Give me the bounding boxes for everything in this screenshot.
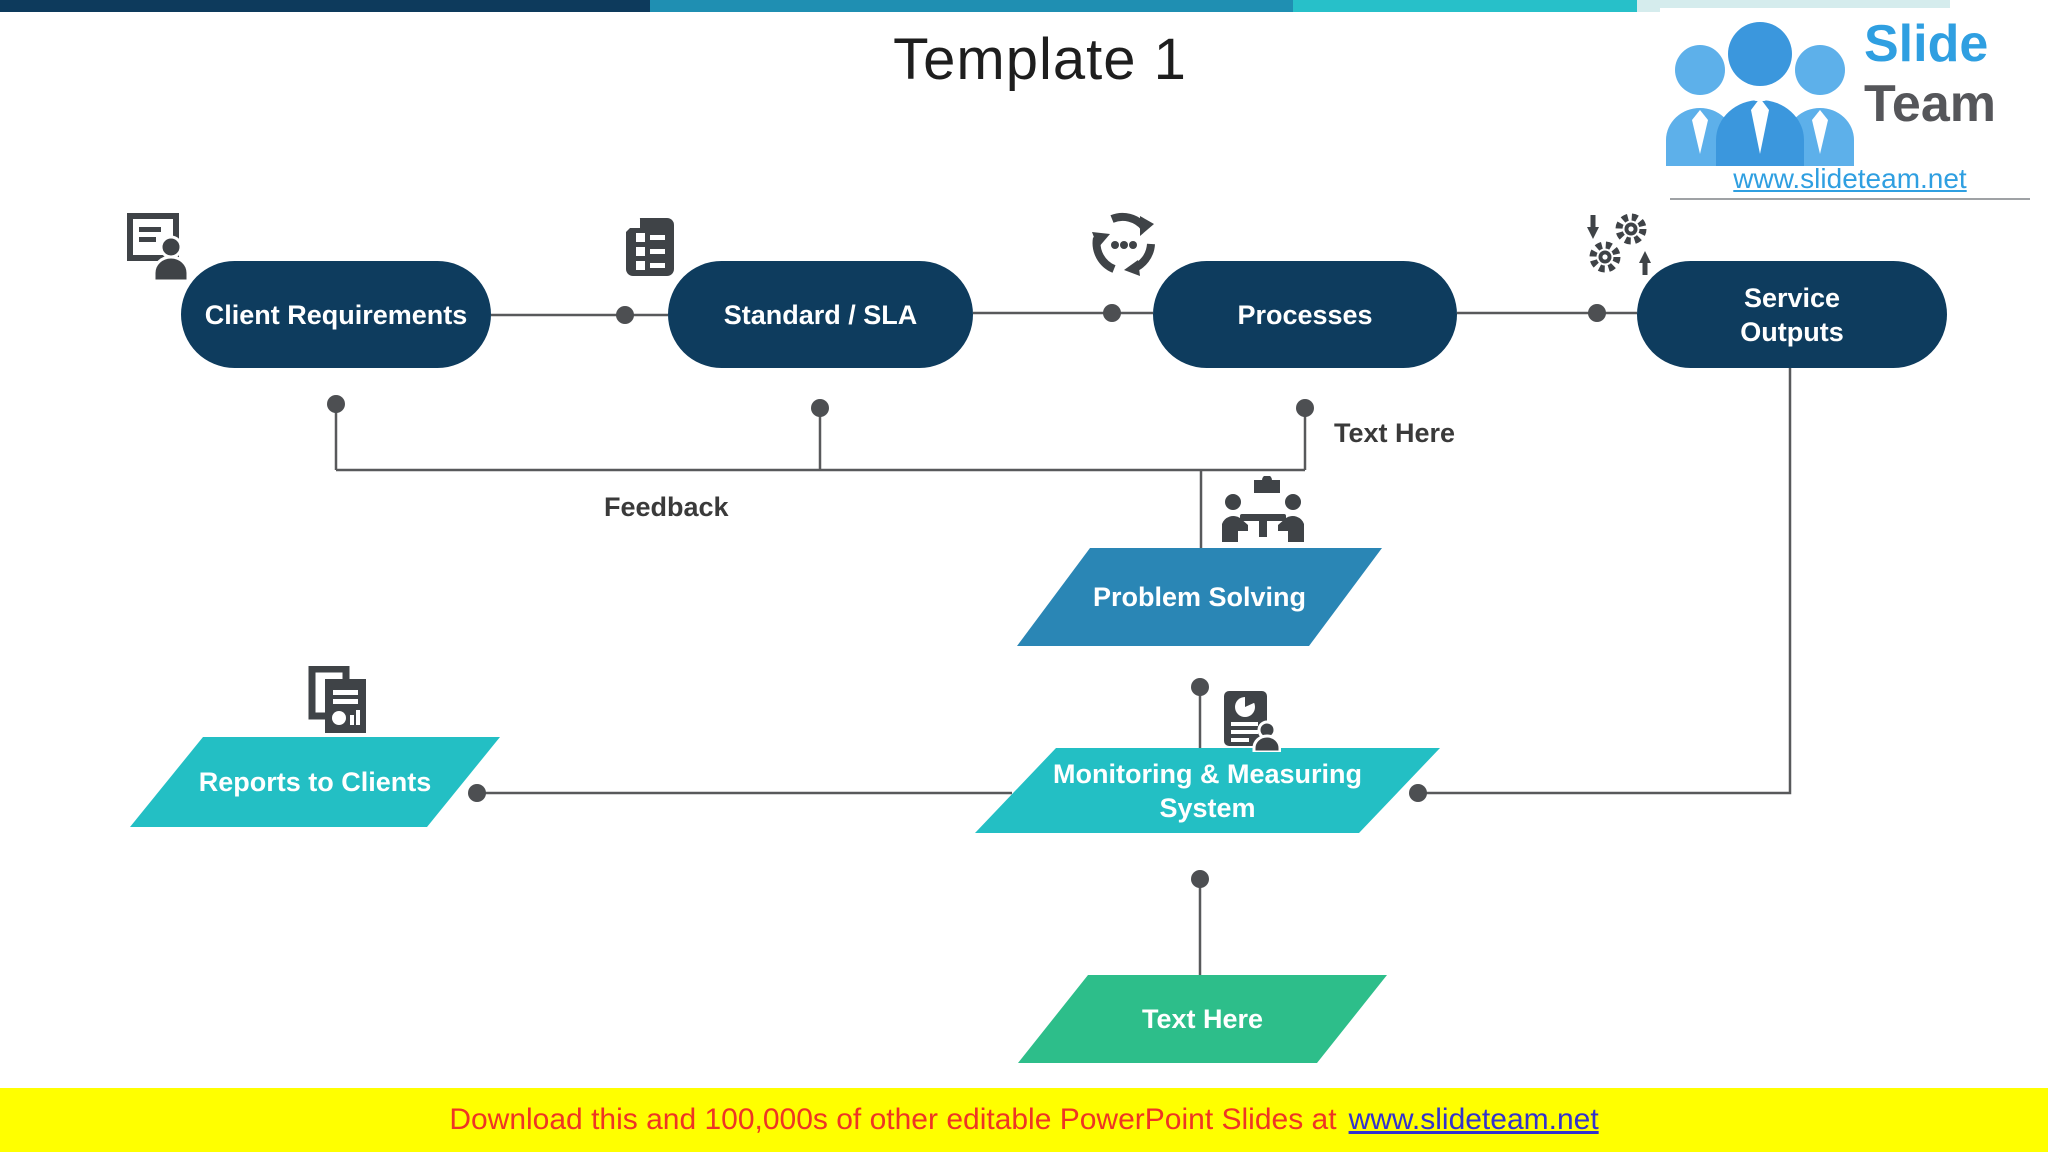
footer-banner: Download this and 100,000s of other edit… [0,1088,2048,1152]
client-presentation-icon [127,213,190,281]
logo-brand-text: Slide Team [1864,14,1996,134]
feedback-label: Feedback [604,492,729,522]
node-service-outputs: Service Outputs [1637,261,1947,368]
process-cycle-icon [1092,213,1155,276]
checklist-document-icon [626,218,674,276]
logo-url-link[interactable]: www.slideteam.net [1670,163,2030,200]
top-bar-segment-navy [0,0,650,12]
node-monitoring-measuring-system: Monitoring & Measuring System [975,748,1440,833]
gears-arrows-icon [1587,213,1651,275]
page-title: Template 1 [893,27,1187,92]
node-label: Monitoring & Measuring System [1053,758,1362,823]
node-label: Text Here [1141,1004,1264,1034]
three-people-team-icon [1666,22,1854,166]
node-problem-solving: Problem Solving [1017,548,1382,646]
node-client-requirements: Client Requirements [181,261,491,368]
node-label: Service Outputs [1740,282,1844,347]
top-bar-segment-teal [1293,0,1637,12]
node-text-here: Text Here [1018,975,1387,1063]
node-processes: Processes [1153,261,1457,368]
node-label: Standard / SLA [723,299,918,330]
footer-link[interactable]: www.slideteam.net [1348,1103,1599,1136]
logo-word-team: Team [1864,75,1996,133]
text-here-label: Text Here [1334,418,1456,448]
meeting-discussion-icon [1222,476,1304,542]
slideteam-logo: Slide Team www.slideteam.net [1660,8,2042,202]
node-label: Problem Solving [1092,582,1307,612]
top-bar-segment-blue [650,0,1293,12]
node-standard-sla: Standard / SLA [668,261,973,368]
node-label: Reports to Clients [198,767,432,797]
node-reports-to-clients: Reports to Clients [130,737,500,827]
footer-text: Download this and 100,000s of other edit… [449,1103,1337,1136]
logo-word-slide: Slide [1864,15,1989,73]
node-label: Client Requirements [204,299,468,330]
node-label: Processes [1237,299,1373,330]
report-analysis-icon [1224,691,1281,752]
documents-report-icon [308,666,366,733]
